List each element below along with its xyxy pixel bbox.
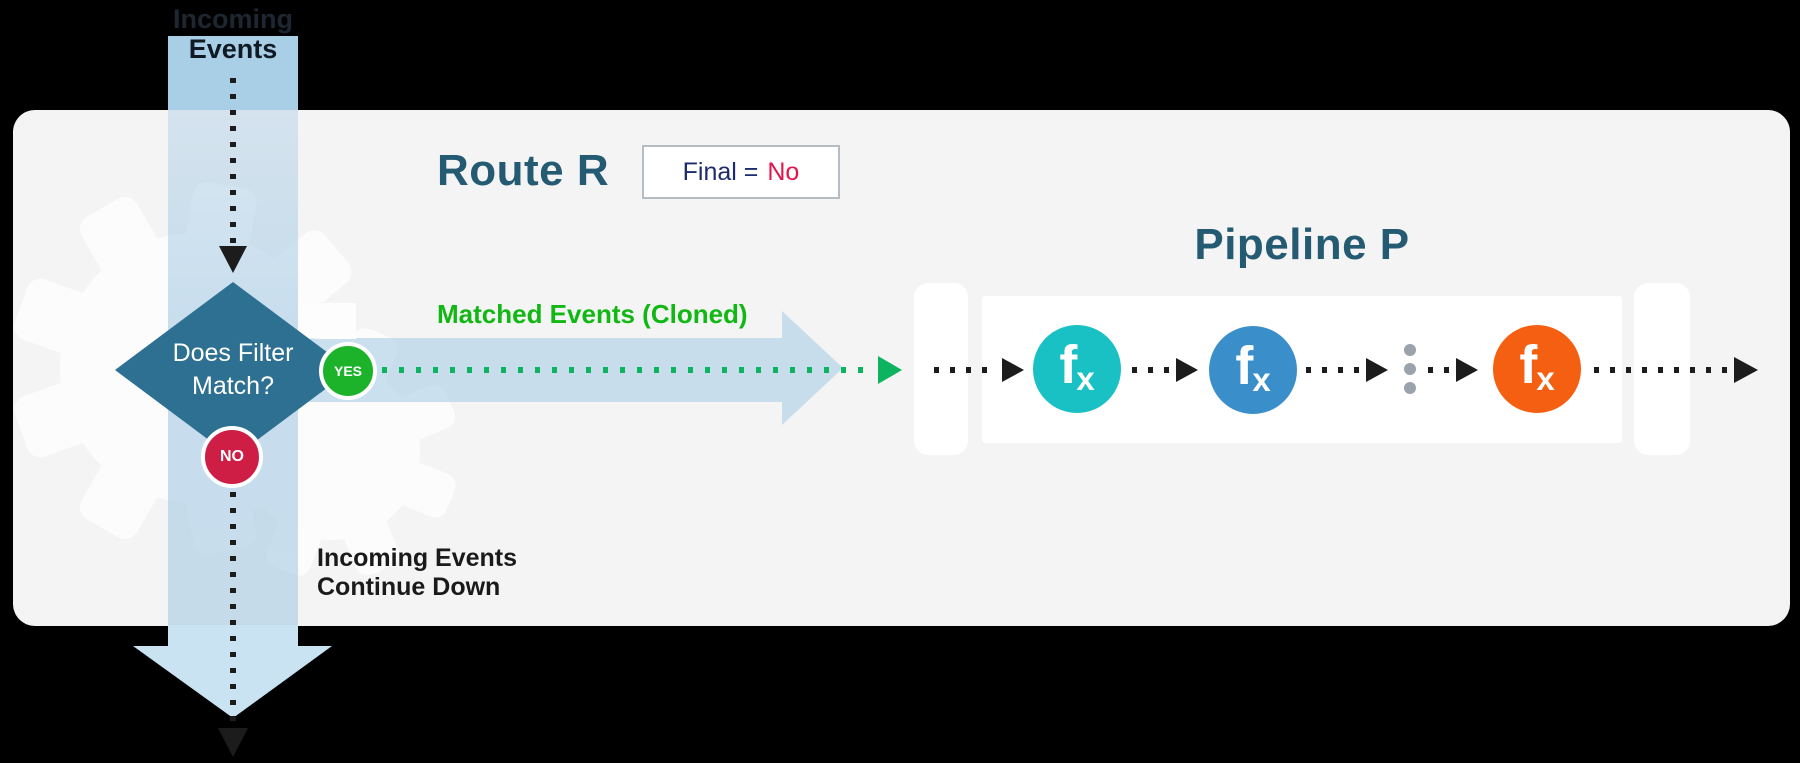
pipeline-title: Pipeline P (1194, 220, 1410, 269)
filter-question-line1: Does Filter (172, 339, 294, 367)
incoming-events-line1: Incoming (173, 4, 293, 34)
continue-down-label: Incoming Events Continue Down (317, 544, 517, 602)
pipeline-output-bar (1634, 283, 1690, 455)
incoming-events-line2: Events (188, 34, 278, 64)
matched-events-label: Matched Events (Cloned) (437, 299, 748, 329)
fx-glyph-x: x (1536, 359, 1555, 397)
final-label: Final = (682, 157, 759, 186)
continue-down-line2: Continue Down (317, 573, 501, 601)
final-value: No (767, 157, 800, 186)
fx-glyph-x: x (1252, 360, 1271, 398)
final-flag-box: Final = No (642, 145, 840, 199)
fx-glyph-f: f (1235, 336, 1254, 396)
yes-badge-label: YES (333, 363, 362, 379)
filter-question: Does Filter Match? (133, 337, 333, 403)
route-title: Route R (437, 146, 610, 195)
fx-glyph-x: x (1076, 359, 1095, 397)
pipeline-input-bar (914, 283, 968, 455)
continue-down-line1: Incoming Events (317, 544, 518, 572)
down-arrow-shape (133, 646, 332, 718)
function-icon: f x (1209, 326, 1297, 414)
fx-glyph-f: f (1519, 335, 1538, 395)
fx-glyph-f: f (1059, 335, 1078, 395)
no-badge-label: NO (220, 448, 244, 465)
yes-badge: YES (319, 342, 377, 400)
no-badge: NO (201, 426, 263, 488)
incoming-events-label: Incoming Events (118, 4, 348, 64)
function-icon: f x (1033, 325, 1121, 413)
filter-question-line2: Match? (192, 372, 274, 400)
function-icon: f x (1493, 325, 1581, 413)
